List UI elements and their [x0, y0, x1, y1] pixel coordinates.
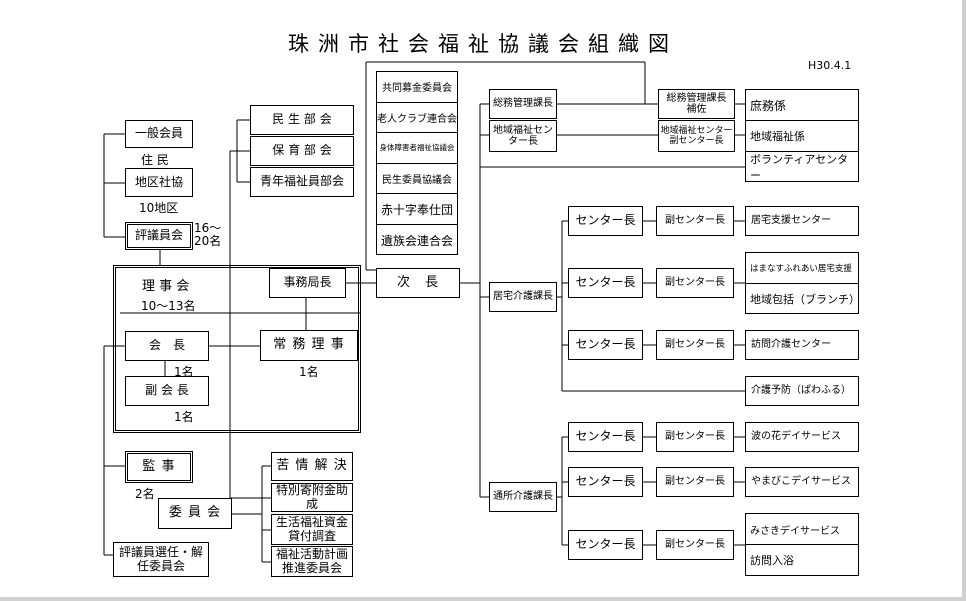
committee-special-donation: 特別寄附金助成 — [271, 483, 353, 512]
general-affairs-units: 庶務係 地域福祉係 ボランティアセンター — [745, 89, 859, 182]
date-label: H30.4.1 — [808, 59, 852, 72]
day-care-deputy-head-3: 副センター長 — [656, 530, 734, 560]
unit-visiting-bath: 訪問入浴 — [750, 554, 794, 567]
dept-childcare: 保 育 部 会 — [250, 136, 354, 166]
org-senior-club: 老人クラブ連合会 — [377, 103, 457, 134]
managing-director-count-label: 1名 — [299, 365, 319, 379]
board-label: 理 事 会 — [142, 279, 190, 294]
auditor-count-label: 2名 — [135, 487, 155, 501]
unit-home-support-center: 居宅支援センター — [745, 206, 859, 236]
home-care-deputy-head-3: 副センター長 — [656, 330, 734, 360]
unit-naminohana-day: 波の花デイサービス — [745, 422, 859, 452]
chair-count-label: 1名 — [174, 365, 194, 379]
district-council-box: 地区社協 — [125, 168, 193, 197]
regional-deputy-head: 地域福祉センター 副センター長 — [658, 120, 735, 152]
unit-home-visit-care: 訪問介護センター — [745, 330, 859, 360]
council-count-label: 16～ 20名 — [194, 221, 222, 249]
home-care-manager: 居宅介護課長 — [489, 282, 557, 312]
residents-label: 住 民 — [141, 153, 169, 167]
home-care-center-head-1: センター長 — [568, 206, 643, 236]
day-care-deputy-head-2: 副センター長 — [656, 467, 734, 497]
day-care-deputy-head-1: 副センター長 — [656, 422, 734, 452]
unit-general-affairs: 庶務係 — [746, 90, 858, 121]
board-count-label: 10～13名 — [141, 299, 196, 313]
council-box: 評議員会 — [125, 222, 193, 250]
district-count-label: 10地区 — [139, 201, 179, 215]
committee-box: 委 員 会 — [158, 498, 232, 529]
organizations-stack: 共同募金委員会 老人クラブ連合会 身体障害者福祉協議会 民生委員協議会 赤十字奉… — [376, 71, 458, 255]
committee-complaint: 苦 情 解 決 — [271, 452, 353, 481]
home-care-deputy-head-1: 副センター長 — [656, 206, 734, 236]
unit-regional-branch: 地域包括（ブランチ） — [750, 292, 860, 306]
board-container — [113, 265, 361, 433]
unit-yamabiko-day: やまびこデイサービス — [745, 467, 859, 497]
org-disability-council: 身体障害者福祉協議会 — [377, 133, 457, 164]
unit-volunteer-center: ボランティアセンター — [750, 152, 849, 182]
general-member-box: 一般会員 — [125, 120, 193, 148]
window-frame-bottom — [0, 597, 966, 601]
unit-hamanasu-support: はまなすふれあい居宅支援 — [746, 253, 858, 284]
committee-welfare-plan: 福祉活動計画 推進委員会 — [271, 546, 353, 577]
day-care-center-head-1: センター長 — [568, 422, 643, 452]
day-care-center-head-3: センター長 — [568, 530, 643, 560]
selection-committee-box: 評議員選任・解任委員会 — [113, 542, 209, 577]
general-affairs-assistant: 総務管理課長 補佐 — [658, 89, 735, 119]
window-frame-right — [962, 0, 966, 601]
unit-care-prevention: 介護予防（ぱわふる） — [745, 376, 859, 406]
home-care-center-head-2: センター長 — [568, 268, 643, 298]
day-care-manager: 通所介護課長 — [489, 482, 557, 512]
deputy-box: 次 長 — [376, 268, 460, 298]
home-care-deputy-head-2: 副センター長 — [656, 268, 734, 298]
secretary-general-box: 事務局長 — [269, 268, 346, 298]
home-care-center-head-3: センター長 — [568, 330, 643, 360]
managing-director-box: 常 務 理 事 — [260, 330, 358, 361]
org-red-cross: 赤十字奉仕団 — [377, 194, 457, 225]
regional-center-head: 地域福祉セン ター長 — [489, 120, 557, 152]
vice-chair-box: 副 会 長 — [125, 376, 209, 406]
dept-youth-welfare: 青年福祉員部会 — [250, 167, 354, 197]
chair-box: 会 長 — [125, 331, 209, 361]
committee-living-fund: 生活福祉資金 貸付調査 — [271, 514, 353, 545]
home-care-branch-group: はまなすふれあい居宅支援 地域包括（ブランチ） — [745, 252, 860, 314]
org-bereaved-families: 遺族会連合会 — [380, 233, 453, 248]
unit-misaki-day: みさきデイサービス — [746, 514, 858, 545]
day-care-misaki-group: みさきデイサービス 訪問入浴 — [745, 513, 859, 576]
day-care-center-head-2: センター長 — [568, 467, 643, 497]
org-welfare-commissioners: 民生委員協議会 — [377, 164, 457, 195]
dept-welfare-commissioner: 民 生 部 会 — [250, 105, 354, 135]
page-title: 珠洲市社会福祉協議会組織図 — [288, 32, 678, 56]
general-affairs-manager: 総務管理課長 — [489, 89, 557, 119]
unit-regional-welfare: 地域福祉係 — [746, 121, 858, 152]
auditor-box: 監 事 — [125, 451, 193, 483]
org-community-chest: 共同募金委員会 — [377, 72, 457, 103]
vice-chair-count-label: 1名 — [174, 410, 194, 424]
